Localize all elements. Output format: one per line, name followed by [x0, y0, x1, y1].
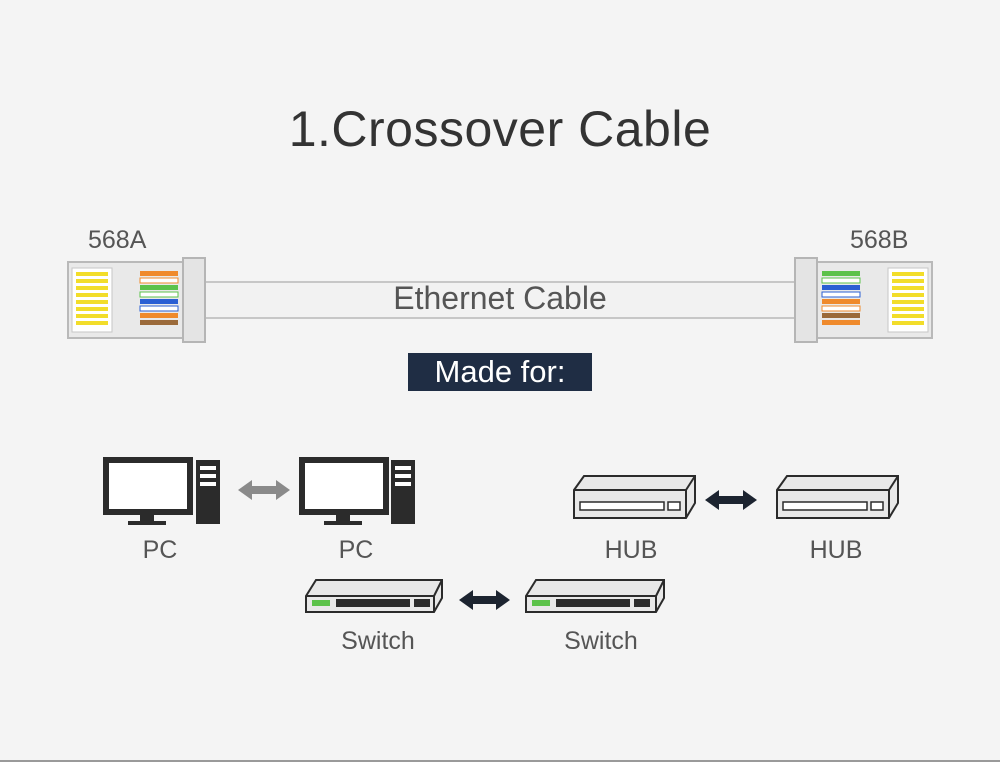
pc-left-icon [103, 457, 220, 525]
hub-left-label: HUB [604, 536, 658, 564]
switch-right-label: Switch [564, 627, 638, 655]
pc-left-label: PC [142, 536, 178, 564]
pc-right-icon [299, 457, 415, 525]
double-arrow-icon-switch [459, 590, 510, 610]
switch-left-label: Switch [341, 627, 415, 655]
rj45-connector-568a [67, 257, 206, 343]
wires-right [821, 271, 861, 325]
hub-left-icon [573, 475, 696, 519]
wires-left [139, 271, 179, 325]
double-arrow-icon-pc [238, 480, 290, 500]
gold-contacts-left [76, 272, 108, 325]
bottom-divider [0, 760, 1000, 762]
made-for-banner: Made for: [408, 353, 592, 391]
hub-right-icon [776, 475, 899, 519]
cable-label: Ethernet Cable [393, 280, 607, 316]
pc-right-label: PC [338, 536, 374, 564]
rj45-connector-568b [794, 257, 933, 343]
double-arrow-icon-hub [705, 490, 757, 510]
page-title: 1.Crossover Cable [288, 101, 712, 157]
hub-right-label: HUB [809, 536, 863, 564]
gold-contacts-right [892, 272, 924, 325]
switch-right-icon [525, 579, 665, 613]
standard-568b-label: 568B [850, 226, 909, 254]
standard-568a-label: 568A [88, 226, 147, 254]
switch-left-icon [305, 579, 443, 613]
